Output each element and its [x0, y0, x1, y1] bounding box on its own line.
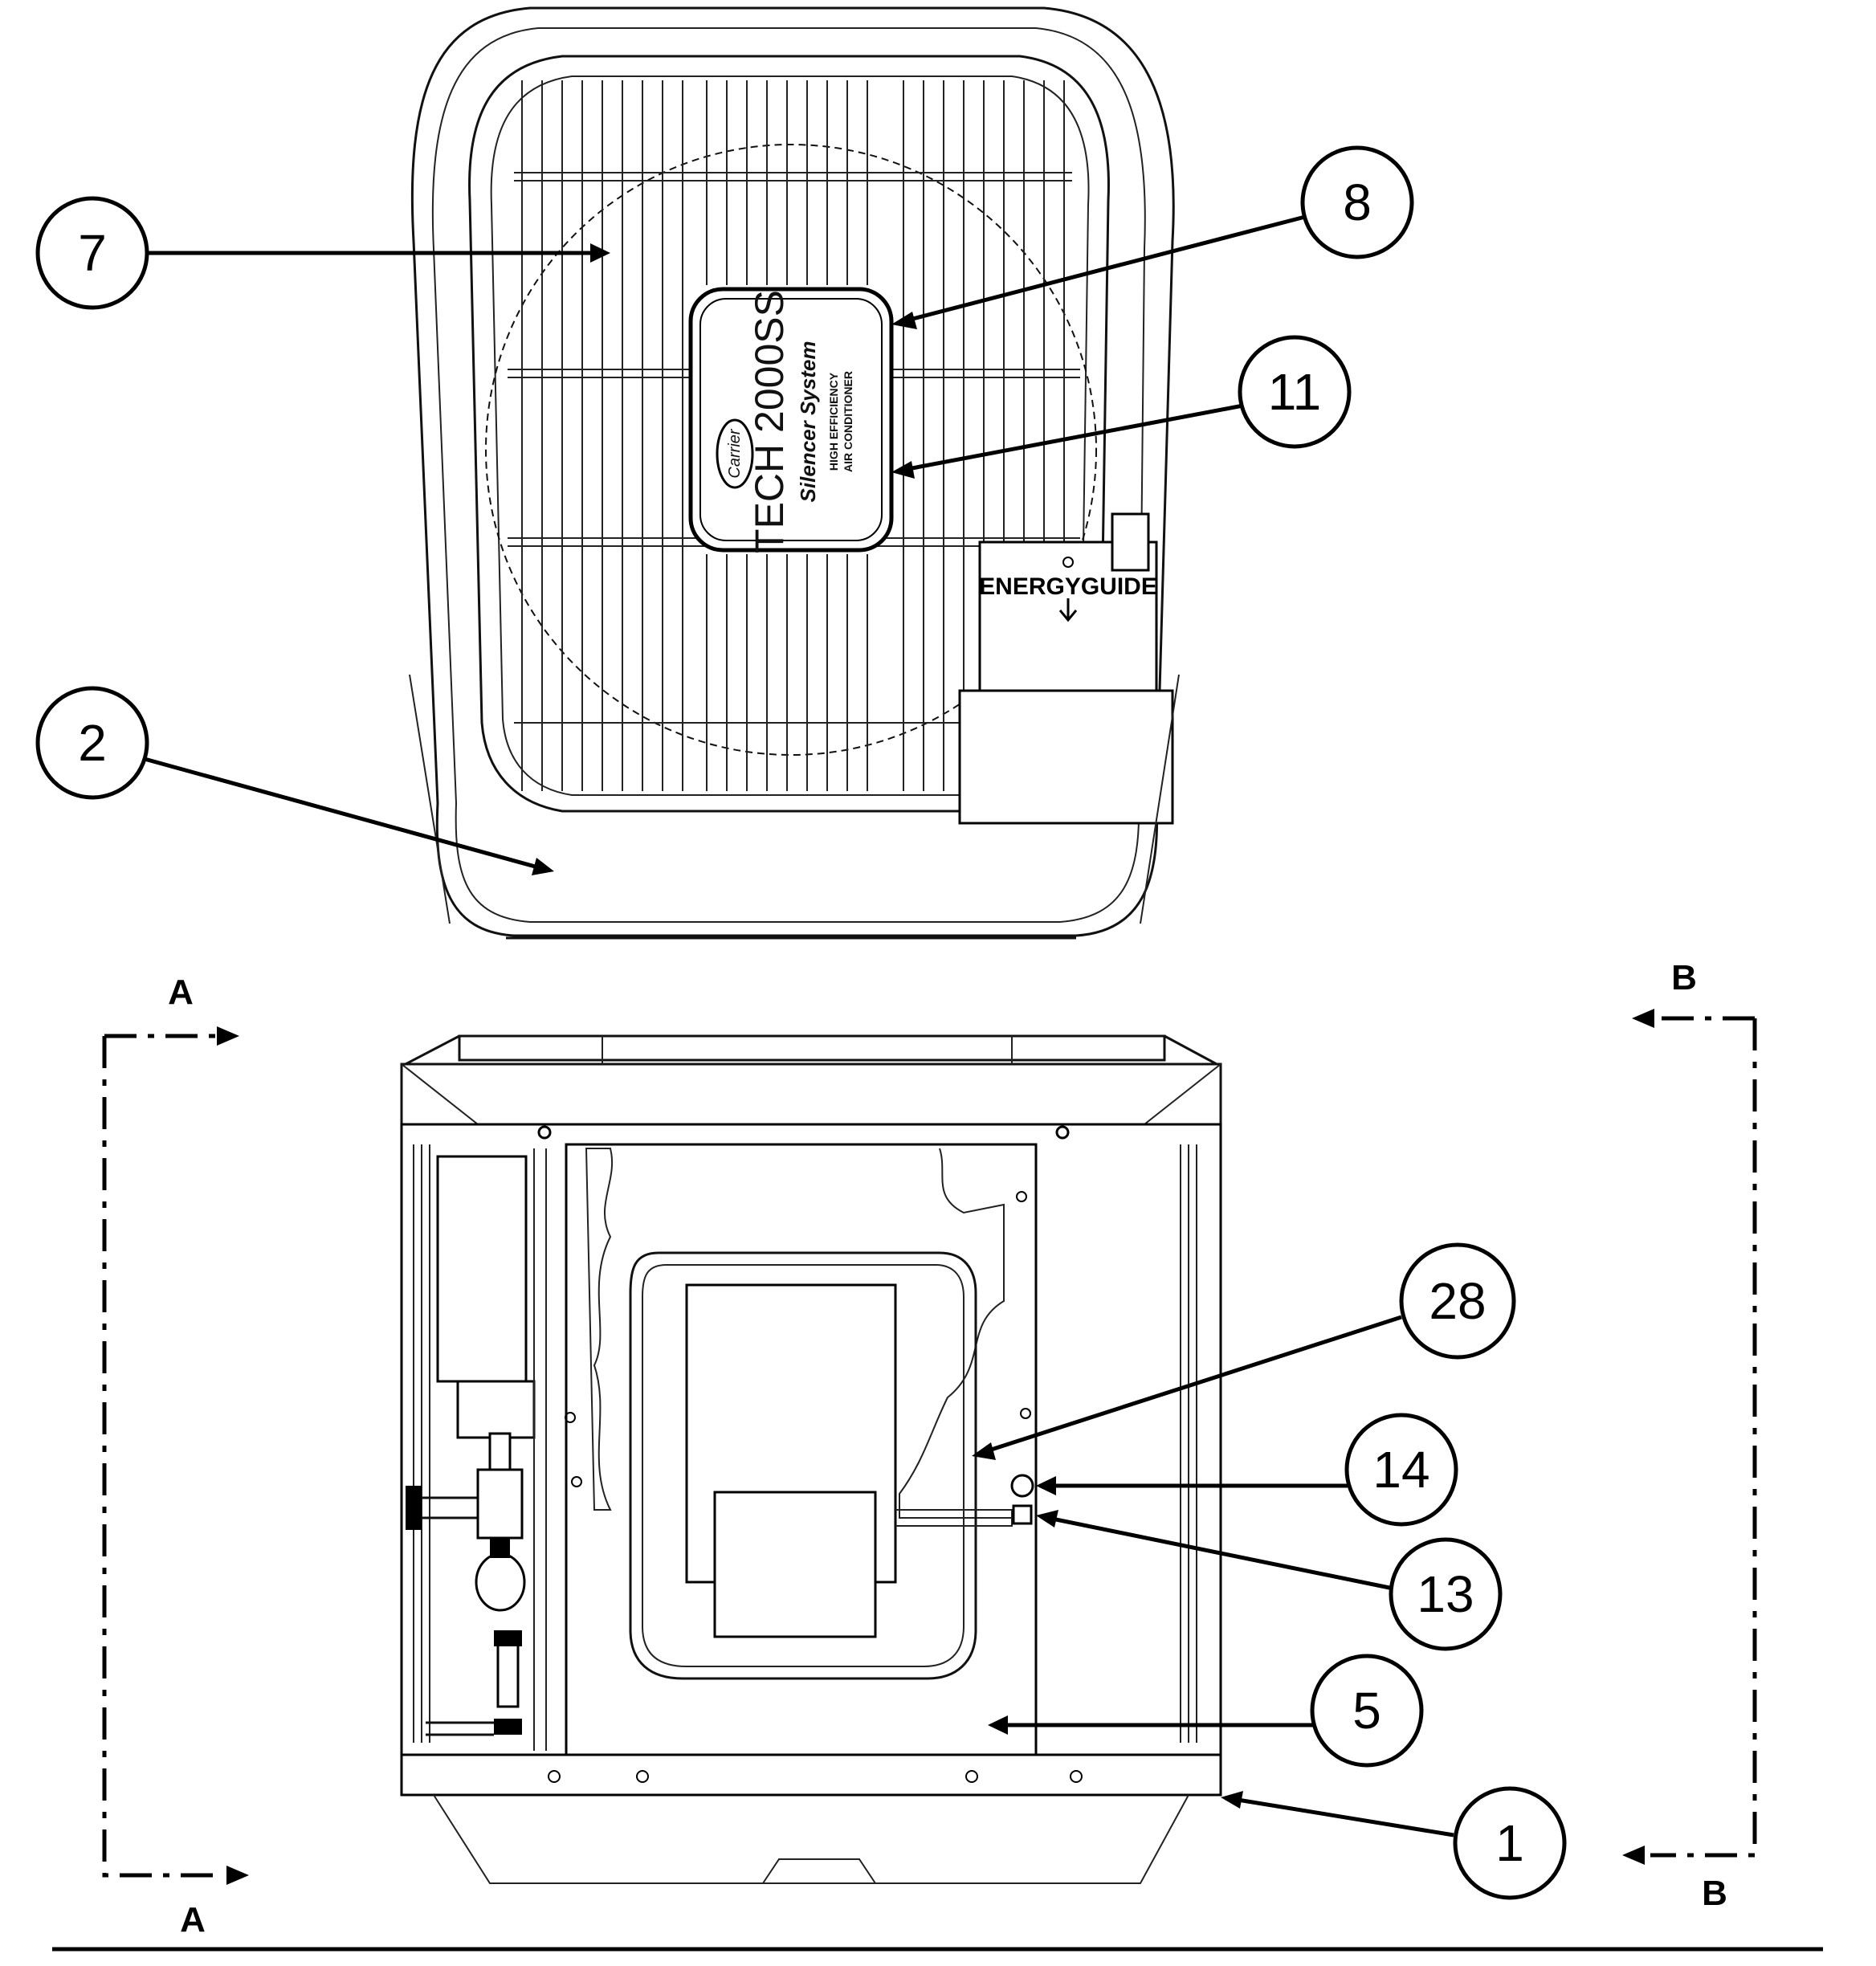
brand-logo-text: Carrier — [726, 428, 744, 478]
screw — [537, 1125, 552, 1140]
energy-guide-label: ENERGYGUIDE — [958, 512, 1174, 825]
arrow-b-bottom — [1622, 1846, 1645, 1865]
capacitor-bracket — [895, 1509, 1013, 1527]
brand-logo — [716, 418, 754, 489]
section-a-bottom-label: A — [180, 1900, 206, 1939]
badge-desc-1: HIGH EFFICIENCY — [827, 372, 840, 471]
section-b: B B — [1622, 958, 1757, 1913]
callout-28-label: 28 — [1429, 1272, 1486, 1330]
fan-circle — [485, 144, 1097, 756]
screw — [565, 1412, 576, 1423]
callout-7-label: 7 — [78, 224, 107, 282]
callout-7: 7 — [35, 196, 610, 310]
callout-11-label: 11 — [1268, 363, 1321, 421]
section-b-bottom-label: B — [1702, 1874, 1727, 1913]
screw — [1070, 1770, 1083, 1783]
section-a: A A — [102, 973, 249, 1939]
screw — [548, 1770, 561, 1783]
side-handle — [1140, 674, 1180, 924]
callout-13: 13 — [1036, 1510, 1503, 1651]
right-coil-rails — [1180, 1144, 1197, 1743]
screw — [965, 1770, 978, 1783]
left-coil-rails — [413, 1144, 430, 1743]
screw — [571, 1476, 582, 1487]
base-pan — [433, 1794, 1189, 1884]
section-b-top-label: B — [1671, 958, 1697, 997]
callout-14-label: 14 — [1372, 1441, 1429, 1499]
cabinet-body — [400, 1123, 1222, 1756]
section-a-top-label: A — [168, 973, 194, 1012]
callout-2: 2 — [35, 686, 554, 875]
callout-11: 11 — [891, 335, 1352, 479]
badge-model: TECH 2000SS — [747, 290, 792, 553]
callout-1-label: 1 — [1495, 1814, 1524, 1872]
top-cap-corners — [401, 1063, 1221, 1125]
base-pan-notch — [762, 1858, 876, 1884]
top-view: Carrier TECH 2000SS Silencer System HIGH… — [409, 6, 1180, 940]
arrow-a-top — [217, 1026, 239, 1046]
screw — [636, 1770, 649, 1783]
compressor-outline — [629, 1251, 977, 1680]
screw — [1055, 1125, 1070, 1140]
screw — [1016, 1191, 1027, 1202]
suction-service-valve — [406, 1432, 526, 1612]
side-handle — [409, 674, 451, 924]
callout-28: 28 — [972, 1242, 1516, 1460]
arrow-a-bottom — [226, 1866, 249, 1885]
top-cover-inner-outline — [431, 27, 1146, 923]
compressor-label-lower — [713, 1491, 877, 1638]
screw — [1020, 1408, 1031, 1419]
front-view — [400, 1034, 1222, 1884]
control-box — [436, 1155, 528, 1383]
callout-2-label: 2 — [78, 714, 107, 772]
callout-14: 14 — [1036, 1413, 1458, 1527]
capacitor-14 — [1010, 1474, 1034, 1498]
compressor-inner — [642, 1264, 965, 1667]
terminal-13 — [1012, 1504, 1033, 1525]
callout-1: 1 — [1221, 1786, 1567, 1900]
callout-8: 8 — [891, 145, 1414, 329]
energy-guide-text: ENERGYGUIDE — [979, 573, 1157, 600]
callout-5: 5 — [988, 1654, 1424, 1768]
panel-cutaway — [585, 1148, 614, 1511]
base-rail — [400, 1753, 1222, 1797]
callout-13-label: 13 — [1417, 1565, 1474, 1623]
top-cap-front — [400, 1063, 1222, 1126]
badge-system: Silencer System — [796, 341, 820, 503]
liquid-service-valve — [426, 1630, 522, 1736]
top-cap — [458, 1034, 1166, 1062]
panel-cutaway-right — [899, 1148, 1012, 1519]
badge-desc-2: AIR CONDITIONER — [842, 371, 854, 472]
callout-5-label: 5 — [1352, 1682, 1381, 1740]
arrow-b-top — [1632, 1009, 1654, 1028]
brand-badge: Carrier TECH 2000SS Silencer System HIGH… — [688, 287, 894, 553]
control-box-lower — [456, 1380, 536, 1439]
callout-8-label: 8 — [1343, 173, 1372, 231]
